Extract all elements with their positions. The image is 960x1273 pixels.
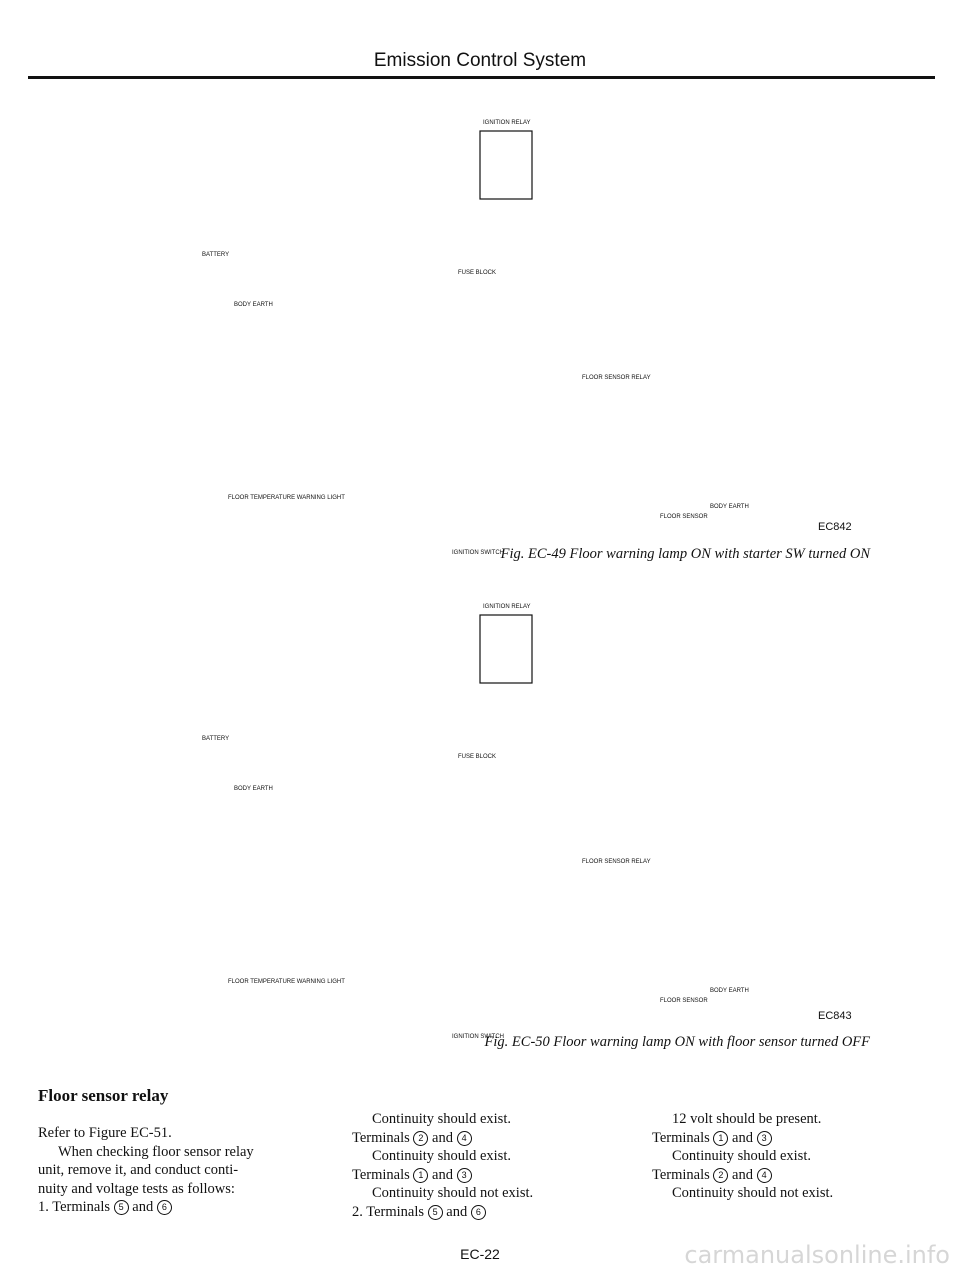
figure-caption-1: Fig. EC-49 Floor warning lamp ON with st… [500,546,870,562]
ignition-switch-label: IGNITION SWITCH [452,1034,504,1040]
col3-line-5: Continuity should not exist. [672,1185,834,1201]
page-header: Emission Control System [373,50,587,71]
col3-line-4: Terminals 2 and 4 [652,1166,932,1185]
floor-sensor-label: FLOOR SENSOR [660,514,708,520]
col2-line-5: Continuity should not exist. [372,1185,534,1201]
col1-line-2: When checking floor sensor relay [58,1143,254,1160]
body-earth-label: BODY EARTH [234,786,273,792]
fuse-block-label: FUSE BLOCK [458,754,496,760]
col2-line-6: 2. Terminals 5 and 6 [352,1203,612,1222]
col1-line-5: 1. Terminals 5 and 6 [38,1198,328,1217]
floor-temp-light-label: FLOOR TEMPERATURE WARNING LIGHT [228,495,345,501]
col1-line-1: Refer to Figure EC-51. [38,1125,172,1141]
col1-line-3: unit, remove it, and conduct conti- [38,1162,239,1178]
ignition-relay-label: IGNITION RELAY [483,604,531,610]
page-number: EC-22 [460,1246,500,1262]
section-title: Floor sensor relay [38,1086,169,1105]
col2-line-1: Continuity should exist. [372,1111,511,1127]
battery-label: BATTERY [202,252,229,258]
body-earth-label: BODY EARTH [234,302,273,308]
ignition-relay-box [479,130,533,200]
col3-line-1: 12 volt should be present. [672,1111,822,1127]
battery-label: BATTERY [202,736,229,742]
header-rule [28,76,935,79]
ignition-relay-box [479,614,533,684]
wiring-diagram-2: IGNITION RELAY BATTERY BODY EARTH FUSE B… [202,604,749,1040]
figure-code-2: EC843 [818,1010,852,1022]
col2-line-4: Terminals 1 and 3 [352,1166,612,1185]
text-column-1: Refer to Figure EC-51. When checking flo… [38,1124,328,1217]
col3-line-3: Continuity should exist. [672,1148,811,1164]
body-earth-right-label: BODY EARTH [710,988,749,994]
floor-sensor-relay-label: FLOOR SENSOR RELAY [582,375,651,381]
wiring-diagram-1: IGNITION RELAY BATTERY BODY EARTH FUSE B… [202,120,749,556]
watermark: carmanualsonline.info [684,1241,950,1269]
figure-caption-2: Fig. EC-50 Floor warning lamp ON with fl… [484,1034,870,1050]
col2-line-2: Terminals 2 and 4 [352,1129,612,1148]
ignition-relay-label: IGNITION RELAY [483,120,531,126]
floor-sensor-label: FLOOR SENSOR [660,998,708,1004]
text-column-3: 12 volt should be present. Terminals 1 a… [652,1110,932,1203]
text-column-2: Continuity should exist. Terminals 2 and… [352,1110,612,1221]
col3-line-2: Terminals 1 and 3 [652,1129,932,1148]
col2-line-3: Continuity should exist. [372,1148,511,1164]
figure-code-1: EC842 [818,521,852,533]
floor-temp-light-label: FLOOR TEMPERATURE WARNING LIGHT [228,979,345,985]
body-earth-right-label: BODY EARTH [710,504,749,510]
ignition-switch-label: IGNITION SWITCH [452,550,504,556]
floor-sensor-relay-label: FLOOR SENSOR RELAY [582,859,651,865]
fuse-block-label: FUSE BLOCK [458,270,496,276]
col1-line-4: nuity and voltage tests as follows: [38,1180,235,1197]
